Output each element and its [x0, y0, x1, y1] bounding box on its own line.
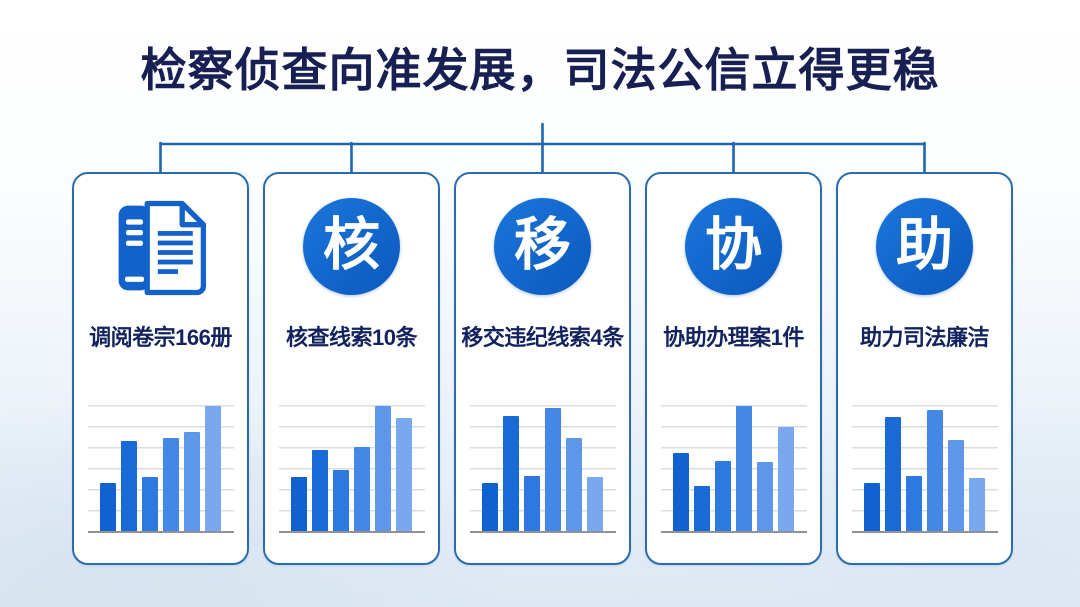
bar — [693, 486, 710, 531]
bar — [311, 450, 328, 531]
bar — [968, 478, 985, 531]
bar — [947, 440, 964, 531]
bar — [544, 408, 561, 531]
mini-bar-chart — [87, 404, 234, 533]
bar — [523, 476, 540, 531]
dossier-document-icon — [118, 200, 206, 296]
mini-bar-chart — [660, 404, 807, 533]
bar — [777, 427, 794, 531]
bar — [565, 438, 582, 531]
bar — [863, 483, 880, 531]
card-row: 调阅卷宗166册 核 核查线索10条 移 移交违纪线索4条 — [72, 172, 1013, 565]
connector-tree — [159, 122, 926, 176]
bar — [141, 477, 158, 531]
badge-character: 核 — [323, 213, 380, 277]
he-circle-badge-icon: 核 — [303, 198, 400, 295]
badge-character: 助 — [896, 213, 953, 277]
card-hecha: 核 核查线索10条 — [263, 172, 440, 565]
zhu-circle-badge-icon: 助 — [876, 198, 973, 295]
bar — [502, 416, 519, 531]
bar — [99, 483, 116, 531]
bar — [374, 406, 391, 531]
bar — [756, 462, 773, 531]
card-dossier: 调阅卷宗166册 — [72, 172, 249, 565]
yi-circle-badge-icon: 移 — [494, 198, 591, 295]
badge-character: 移 — [514, 213, 571, 277]
bar — [714, 461, 731, 531]
bar — [353, 447, 370, 531]
bar — [884, 417, 901, 531]
card-label: 助力司法廉洁 — [859, 325, 990, 350]
mini-bar-chart — [278, 404, 425, 533]
bar — [290, 477, 307, 531]
bar — [735, 406, 752, 531]
card-yijiao: 移 移交违纪线索4条 — [454, 172, 631, 565]
card-label: 调阅卷宗166册 — [89, 325, 232, 350]
bar — [332, 470, 349, 531]
card-zhuli: 助 助力司法廉洁 — [836, 172, 1013, 565]
bar — [586, 477, 603, 531]
mini-bar-chart — [469, 404, 616, 533]
card-label: 核查线索10条 — [286, 325, 417, 350]
bar — [204, 406, 221, 531]
badge-character: 协 — [705, 213, 762, 277]
bar — [162, 438, 179, 531]
mini-bar-chart — [851, 404, 998, 533]
bar — [905, 476, 922, 531]
card-xiezhu: 协 协助办理案1件 — [645, 172, 822, 565]
card-label: 协助办理案1件 — [663, 325, 804, 350]
bar — [672, 453, 689, 531]
xie-circle-badge-icon: 协 — [685, 198, 782, 295]
bar — [481, 483, 498, 531]
bar — [395, 418, 412, 531]
bar — [120, 441, 137, 531]
bar — [926, 410, 943, 531]
bar — [183, 432, 200, 531]
card-label: 移交违纪线索4条 — [461, 325, 624, 350]
page-title: 检察侦查向准发展，司法公信立得更稳 — [140, 44, 940, 96]
